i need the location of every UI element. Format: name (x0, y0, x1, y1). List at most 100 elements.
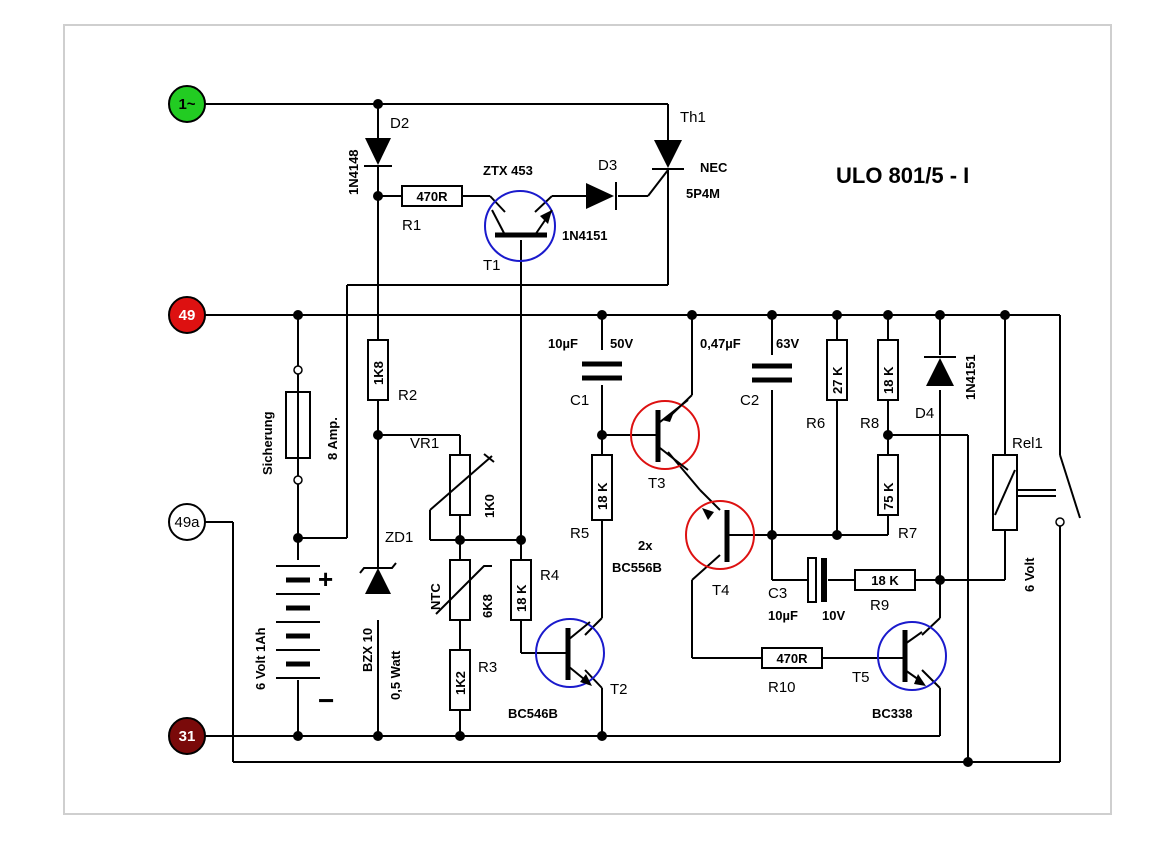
diode-d3: D3 1N4151 (562, 157, 617, 243)
wires (205, 103, 1061, 763)
d4-ref: D4 (915, 405, 934, 422)
resistor-r2: 1K8 R2 (367, 339, 417, 404)
zd1-value1: BZX 10 (360, 628, 375, 672)
battery-plus: + (318, 564, 333, 594)
resistor-r7: 75 K R7 (877, 454, 917, 542)
fuse: Sicherung 8 Amp. (260, 365, 340, 485)
d2-ref: D2 (390, 115, 409, 132)
t1-ref: T1 (483, 257, 501, 274)
r6-value: 27 K (830, 366, 845, 394)
terminal-1-label: 1~ (178, 96, 195, 113)
r8-value: 18 K (881, 366, 896, 394)
resistor-r8: 18 K R8 (860, 339, 899, 432)
battery-minus: − (318, 685, 334, 716)
t4-value1: 2x (638, 538, 653, 553)
r2-ref: R2 (398, 387, 417, 404)
r3-value: 1K2 (453, 671, 468, 695)
r2-value: 1K8 (371, 361, 386, 385)
r5-value: 18 K (595, 482, 610, 510)
zd1-ref: ZD1 (385, 529, 413, 546)
c3-value2: 10V (822, 608, 845, 623)
capacitor-c3: C3 10µF 10V (768, 557, 845, 623)
t5-ref: T5 (852, 669, 870, 686)
terminal-31: 31 (168, 717, 206, 755)
c3-ref: C3 (768, 585, 787, 602)
terminal-49-label: 49 (179, 307, 196, 324)
t2-ref: T2 (610, 681, 628, 698)
t4-ref: T4 (712, 582, 730, 599)
battery: + − 6 Volt 1Ah (253, 564, 334, 716)
th1-value2: 5P4M (686, 186, 720, 201)
diode-d4: D4 1N4151 (915, 354, 978, 422)
c2-value2: 63V (776, 336, 799, 351)
c3-value1: 10µF (768, 608, 798, 623)
capacitor-c2: 0,47µF 63V C2 (700, 336, 799, 409)
t2-value: BC546B (508, 706, 558, 721)
terminal-31-label: 31 (179, 728, 196, 745)
relay-rel1: Rel1 6 Volt (992, 435, 1081, 592)
r6-ref: R6 (806, 415, 825, 432)
r7-value: 75 K (881, 482, 896, 510)
junctions (293, 99, 1010, 767)
fuse-label: Sicherung (260, 411, 275, 475)
r7-ref: R7 (898, 525, 917, 542)
ntc-value: 6K8 (480, 594, 495, 618)
th1-ref: Th1 (680, 109, 706, 126)
th1-value1: NEC (700, 160, 728, 175)
transistor-t1: ZTX 453 T1 (483, 163, 556, 274)
thyristor-th1: Th1 NEC 5P4M (652, 109, 728, 201)
d2-value: 1N4148 (346, 149, 361, 195)
thermistor-ntc: NTC 6K8 (428, 559, 495, 621)
diode-d2: D2 1N4148 (346, 115, 409, 195)
ntc-ref: NTC (428, 583, 443, 610)
transistor-t2: T2 BC546B (508, 618, 628, 721)
r10-value: 470R (776, 651, 808, 666)
transistor-t5: T5 BC338 (852, 621, 947, 721)
c2-ref: C2 (740, 392, 759, 409)
t5-value: BC338 (872, 706, 912, 721)
r4-value: 18 K (514, 584, 529, 612)
resistor-r10: 470R R10 (761, 647, 823, 696)
terminal-49a: 49a (168, 503, 206, 541)
fuse-value: 8 Amp. (325, 417, 340, 460)
d4-value: 1N4151 (963, 354, 978, 400)
resistor-r4: 18 K R4 (510, 559, 559, 621)
resistor-r3: 1K2 R3 (449, 649, 497, 711)
t3-ref: T3 (648, 475, 666, 492)
r4-ref: R4 (540, 567, 559, 584)
r9-ref: R9 (870, 597, 889, 614)
resistor-r9: 18 K R9 (854, 569, 916, 614)
zener-zd1: ZD1 BZX 10 0,5 Watt (359, 529, 413, 700)
transistor-t3: T3 (630, 399, 700, 492)
d3-ref: D3 (598, 157, 617, 174)
c1-value2: 50V (610, 336, 633, 351)
zd1-value2: 0,5 Watt (388, 650, 403, 700)
t4-value2: BC556B (612, 560, 662, 575)
rel1-ref: Rel1 (1012, 435, 1043, 452)
c1-value1: 10µF (548, 336, 578, 351)
terminal-49: 49 (168, 296, 206, 334)
resistor-r1: 470R R1 (401, 185, 463, 234)
transistor-t4: T4 2x BC556B (612, 500, 755, 599)
r1-ref: R1 (402, 217, 421, 234)
capacitor-c1: 10µF 50V C1 (548, 336, 633, 409)
vr1-ref: VR1 (410, 435, 439, 452)
terminal-1: 1~ (168, 85, 206, 123)
r1-value: 470R (416, 189, 448, 204)
diagram-title: ULO 801/5 - I (836, 163, 969, 188)
rel1-value: 6 Volt (1022, 557, 1037, 592)
r10-ref: R10 (768, 679, 796, 696)
r9-value: 18 K (871, 573, 899, 588)
r3-ref: R3 (478, 659, 497, 676)
potentiometer-vr1: VR1 1K0 (410, 435, 497, 518)
battery-value: 6 Volt 1Ah (253, 627, 268, 690)
resistor-r5: 18 K R5 (570, 454, 613, 542)
terminal-49a-label: 49a (174, 514, 200, 531)
c1-ref: C1 (570, 392, 589, 409)
r8-ref: R8 (860, 415, 879, 432)
d3-value: 1N4151 (562, 228, 608, 243)
c2-value1: 0,47µF (700, 336, 741, 351)
resistor-r6: 27 K R6 (806, 339, 848, 432)
r5-ref: R5 (570, 525, 589, 542)
